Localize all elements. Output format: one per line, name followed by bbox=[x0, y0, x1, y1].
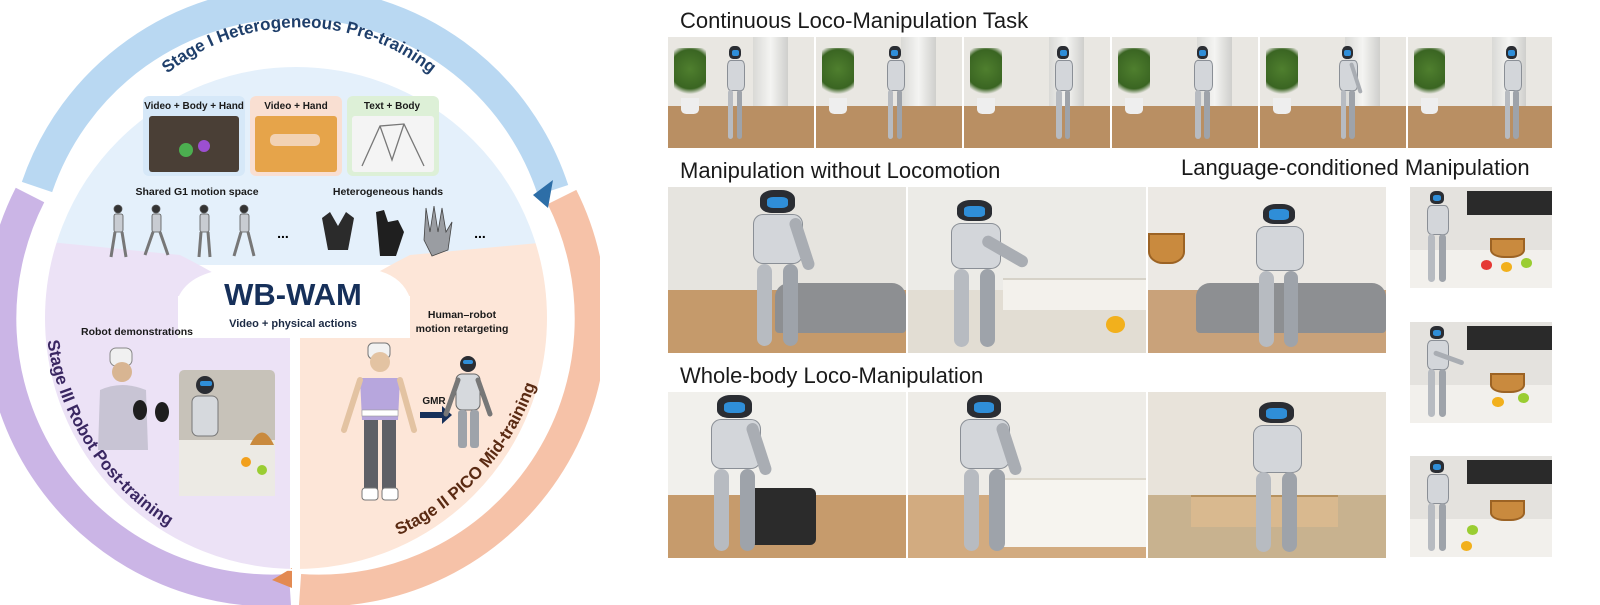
gmr-arrow-icon bbox=[420, 406, 452, 424]
continuous-frame-5 bbox=[1260, 37, 1406, 148]
svg-text:Video + Body + Hand: Video + Body + Hand bbox=[144, 101, 244, 112]
g1-motion-poses bbox=[109, 204, 256, 258]
hands-label: Heterogeneous hands bbox=[333, 186, 443, 198]
retargeting-label-1: Human–robot bbox=[428, 309, 497, 321]
continuous-frame-3 bbox=[964, 37, 1110, 148]
gmr-label: GMR bbox=[422, 396, 446, 407]
manip-photo-couch bbox=[1148, 187, 1386, 353]
manip-photo-sofa bbox=[668, 187, 906, 353]
training-stages-diagram: WB-WAM Video + physical actions Stage I … bbox=[0, 0, 600, 605]
teleoperator-figure bbox=[98, 347, 169, 450]
stage2-arrow-icon bbox=[272, 568, 292, 588]
retargeted-robot-figure bbox=[443, 356, 493, 448]
continuous-frame-1 bbox=[668, 37, 814, 148]
manip-photo-desk bbox=[908, 187, 1146, 353]
svg-text:Text + Body: Text + Body bbox=[364, 101, 421, 112]
stage1-arrow-icon bbox=[533, 180, 553, 208]
language-photo-3 bbox=[1410, 456, 1552, 557]
pico-human-figure bbox=[341, 342, 417, 501]
robot-demos-label: Robot demonstrations bbox=[81, 326, 193, 338]
stage1-ring bbox=[21, 0, 569, 195]
continuous-task-strip bbox=[668, 37, 1552, 148]
wholebody-photo-boxes bbox=[668, 392, 906, 558]
continuous-frame-2 bbox=[816, 37, 962, 148]
manip-no-loco-title: Manipulation without Locomotion bbox=[680, 158, 1001, 183]
hands-ellipsis: ... bbox=[474, 225, 486, 241]
poses-ellipsis: ... bbox=[277, 225, 289, 241]
wholebody-photo-table bbox=[1148, 392, 1386, 558]
data-source-card-text-body: Text + Body bbox=[347, 96, 439, 176]
retargeting-label-2: motion retargeting bbox=[416, 323, 509, 335]
stage3-ring bbox=[0, 187, 291, 605]
continuous-frame-6 bbox=[1408, 37, 1552, 148]
language-photo-1 bbox=[1410, 187, 1552, 288]
svg-text:Video + Hand: Video + Hand bbox=[264, 101, 327, 112]
whole-body-title: Whole-body Loco-Manipulation bbox=[680, 363, 984, 388]
language-photo-2 bbox=[1410, 322, 1552, 423]
language-manip-title: Language-conditioned Manipulation bbox=[1181, 155, 1530, 180]
wholebody-photo-bed bbox=[908, 392, 1146, 558]
robot-demo-photo bbox=[179, 370, 275, 496]
shared-space-label: Shared G1 motion space bbox=[135, 186, 258, 198]
stage2-ring bbox=[298, 189, 600, 605]
robot-hands bbox=[322, 205, 453, 257]
continuous-task-title: Continuous Loco-Manipulation Task bbox=[680, 8, 1029, 33]
data-source-card-video-hand: Video + Hand bbox=[250, 96, 342, 176]
data-source-card-video-body-hand: Video + Body + Hand bbox=[143, 96, 245, 176]
continuous-frame-4 bbox=[1112, 37, 1258, 148]
model-subtitle: Video + physical actions bbox=[229, 318, 357, 330]
model-title: WB-WAM bbox=[224, 277, 362, 312]
center-banner bbox=[178, 268, 410, 298]
